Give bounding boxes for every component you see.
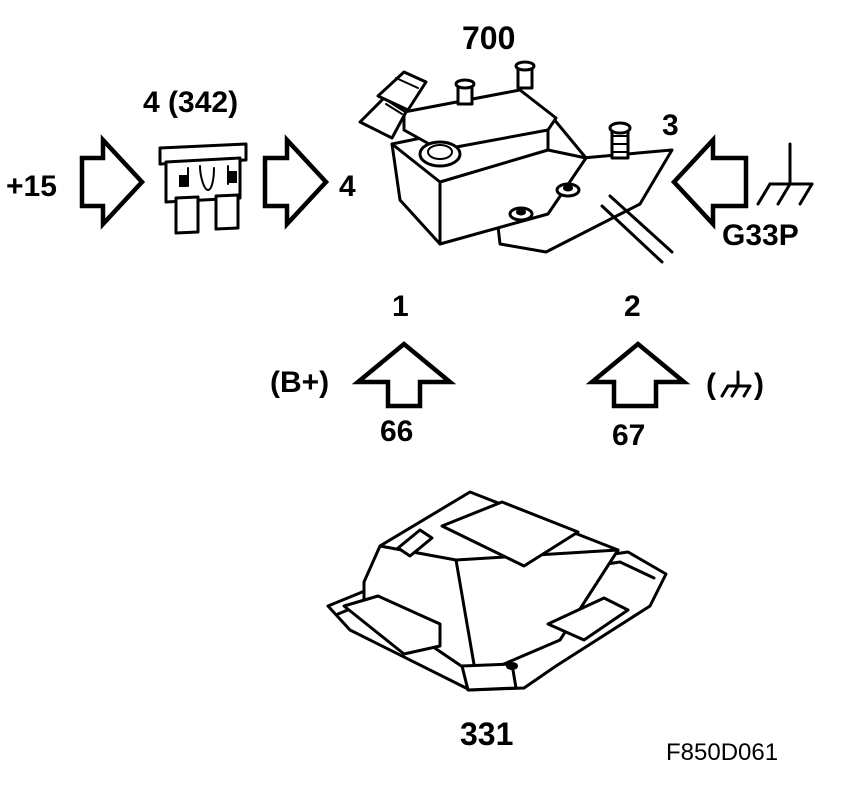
stud-top-2 <box>514 60 536 90</box>
ground-small-icon <box>720 370 752 398</box>
plus15-label: +15 <box>6 170 57 203</box>
ground-paren-right: ) <box>754 368 764 401</box>
pin2-label: 2 <box>624 290 641 323</box>
b-plus-label: (B+) <box>270 366 329 399</box>
ground-paren-label: ( ) <box>706 368 764 401</box>
arrow-66-up <box>351 341 457 409</box>
control-module-331 <box>326 490 668 692</box>
fuse-label: 4 (342) <box>143 86 238 119</box>
stud-right <box>608 121 632 160</box>
ground-point-label: G33P <box>722 219 799 252</box>
device-700-label: 700 <box>462 20 515 56</box>
ground-paren-left: ( <box>706 368 716 401</box>
wire-67-label: 67 <box>612 419 645 452</box>
device-331-label: 331 <box>460 716 513 752</box>
wire-66-label: 66 <box>380 415 413 448</box>
figure-code-label: F850D061 <box>666 739 778 766</box>
ground-icon <box>756 142 814 206</box>
arrow-67-up <box>585 341 691 409</box>
arrow-plus15-to-fuse <box>79 134 146 230</box>
arrow-fuse-to-700 <box>262 134 330 230</box>
pin3-label: 3 <box>662 109 679 142</box>
relay-unit-700 <box>358 60 674 264</box>
arrow-ground-to-700 <box>670 134 749 230</box>
pin1-label: 1 <box>392 290 409 323</box>
pin4-label: 4 <box>339 170 356 203</box>
fuse-icon <box>158 142 248 235</box>
stud-top-1 <box>454 78 476 106</box>
